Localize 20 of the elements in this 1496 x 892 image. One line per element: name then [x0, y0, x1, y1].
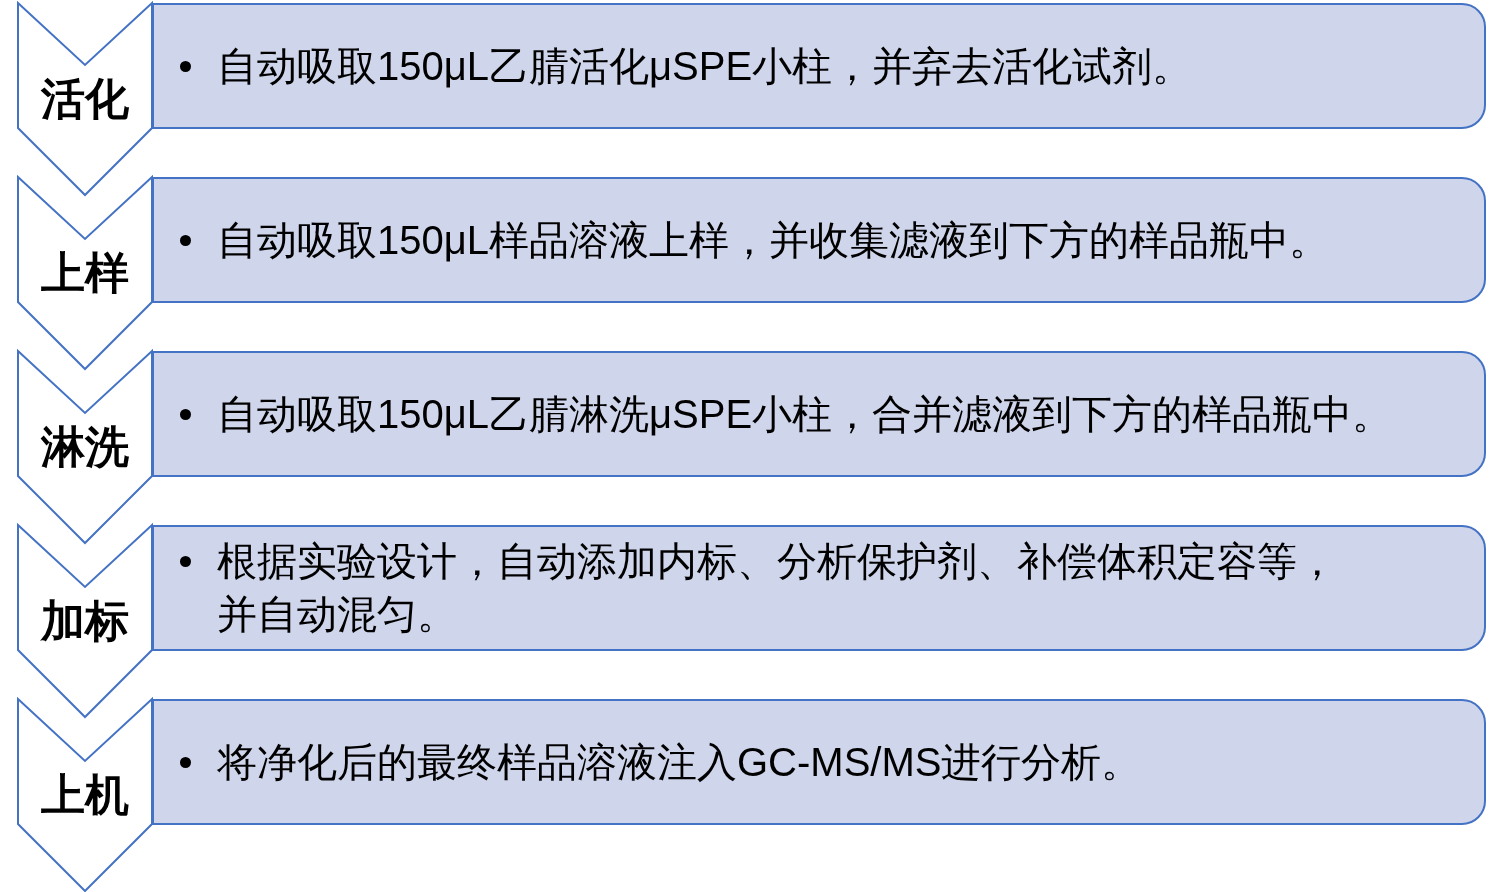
step-description-box [152, 699, 1486, 825]
chevron-shape [18, 699, 152, 891]
step-label: 上机 [41, 769, 129, 820]
chevron-shape [18, 351, 152, 543]
step-description-box [152, 525, 1486, 651]
chevron-shape [18, 3, 152, 195]
step-label: 淋洗 [41, 421, 129, 472]
step-description: 自动吸取150μL乙腈淋洗μSPE小柱，合并滤液到下方的样品瓶中。 [217, 390, 1393, 438]
chevron-shape [18, 525, 152, 717]
step-label: 加标 [41, 595, 129, 646]
step-description: 将净化后的最终样品溶液注入GC-MS/MS进行分析。 [217, 738, 1142, 786]
step-label: 活化 [41, 73, 129, 124]
step-description: 根据实验设计，自动添加内标、分析保护剂、补偿体积定容等，并自动混匀。 [217, 538, 1338, 638]
step-description: 自动吸取150μL样品溶液上样，并收集滤液到下方的样品瓶中。 [217, 216, 1330, 264]
step-description-box [152, 351, 1486, 477]
step-description-box [152, 3, 1486, 129]
step-label: 上样 [41, 247, 129, 298]
step-description-box [152, 177, 1486, 303]
chevron-shape [18, 177, 152, 369]
step-description: 自动吸取150μL乙腈活化μSPE小柱，并弃去活化试剂。 [217, 42, 1193, 90]
